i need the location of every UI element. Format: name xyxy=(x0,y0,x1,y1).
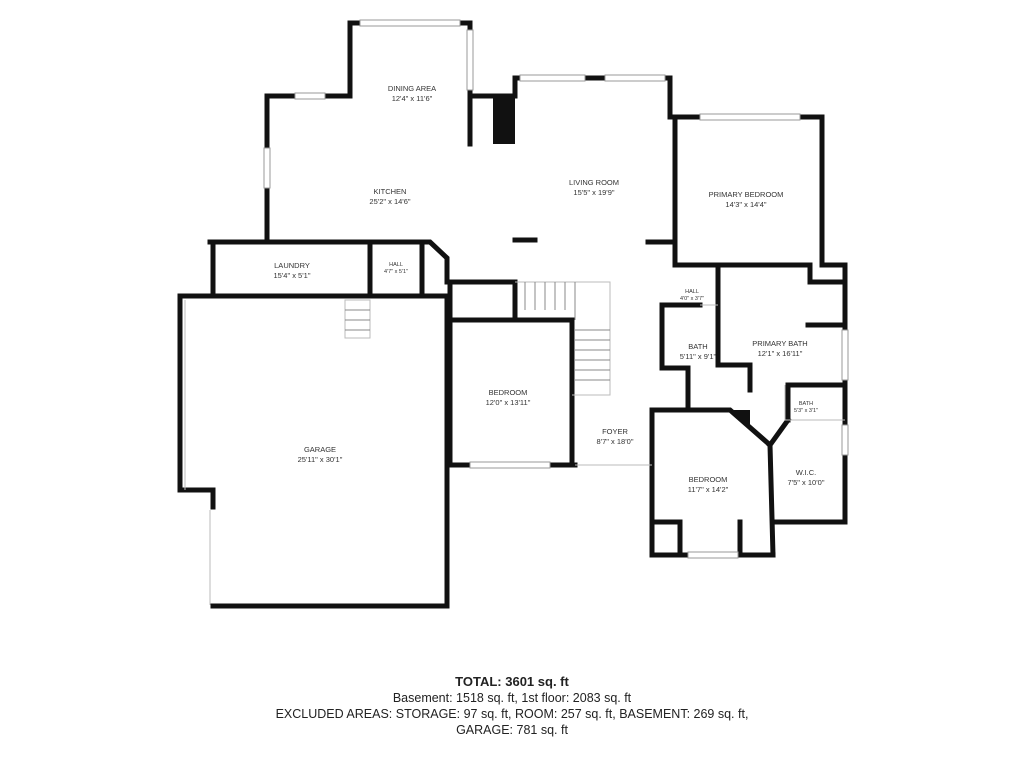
room-name: BATH xyxy=(798,401,814,407)
room-dims: 12'4" x 11'6" xyxy=(391,94,433,103)
room-label-foyer: FOYER 8'7" x 18'0" xyxy=(597,427,634,447)
room-name: KITCHEN xyxy=(373,187,407,196)
room-name: W.I.C. xyxy=(795,468,817,477)
room-dims: 4'7" x 5'1" xyxy=(383,269,409,275)
total-area: TOTAL: 3601 sq. ft xyxy=(455,674,569,689)
room-dims: 12'0" x 13'11" xyxy=(485,398,531,407)
room-label-living: LIVING ROOM 15'5" x 19'9" xyxy=(569,178,619,198)
room-label-primary-bedroom: PRIMARY BEDROOM 14'3" x 14'4" xyxy=(709,190,784,210)
room-label-garage: GARAGE 25'11" x 30'1" xyxy=(298,445,343,465)
room-label-primary-bath: PRIMARY BATH 12'1" x 16'11" xyxy=(752,339,807,359)
room-label-bedroom: BEDROOM 12'0" x 13'11" xyxy=(486,388,531,408)
room-dims: 5'11" x 9'1" xyxy=(679,352,717,361)
room-dims: 25'2" x 14'6" xyxy=(369,197,411,206)
stairs xyxy=(344,281,611,396)
room-label-hall: HALL 4'0" x 3'7" xyxy=(680,289,704,303)
windows xyxy=(263,19,849,559)
room-dims: 8'7" x 18'0" xyxy=(596,437,634,446)
room-dims: 15'5" x 19'9" xyxy=(573,188,615,197)
room-dims: 15'4" x 5'1" xyxy=(273,271,311,280)
summary-line: GARAGE: 781 sq. ft xyxy=(456,723,568,737)
room-name: LAUNDRY xyxy=(274,261,310,270)
room-dims: 12'1" x 16'11" xyxy=(757,349,803,358)
room-dims: 14'3" x 14'4" xyxy=(725,200,767,209)
room-label-dining: DINING AREA 12'4" x 11'6" xyxy=(388,84,436,104)
room-name: LIVING ROOM xyxy=(568,178,620,187)
room-label-bath: BATH 5'11" x 9'1" xyxy=(680,342,716,362)
room-name: FOYER xyxy=(602,427,628,436)
room-dims: 7'5" x 10'0" xyxy=(787,478,825,487)
room-name: PRIMARY BEDROOM xyxy=(708,190,784,199)
room-name: PRIMARY BATH xyxy=(752,339,808,348)
room-dims: 4'0" x 3'7" xyxy=(679,296,705,302)
room-name: BEDROOM xyxy=(488,388,528,397)
walls xyxy=(177,20,848,609)
room-name: BEDROOM xyxy=(688,475,728,484)
room-label-bedroom: BEDROOM 11'7" x 14'2" xyxy=(688,475,729,495)
room-dims: 5'3" x 3'1" xyxy=(793,408,819,414)
thin-lines xyxy=(184,300,845,605)
room-label-bath: BATH 5'3" x 3'1" xyxy=(794,401,818,415)
room-label-kitchen: KITCHEN 25'2" x 14'6" xyxy=(369,187,410,207)
room-label-laundry: LAUNDRY 15'4" x 5'1" xyxy=(274,261,311,281)
room-dims: 25'11" x 30'1" xyxy=(297,455,343,464)
fireplace xyxy=(493,96,515,144)
area-summary: TOTAL: 3601 sq. ft Basement: 1518 sq. ft… xyxy=(0,674,1024,738)
room-label-hall: HALL 4'7" x 5'1" xyxy=(384,262,408,276)
room-name: HALL xyxy=(389,262,403,268)
summary-line: EXCLUDED AREAS: STORAGE: 97 sq. ft, ROOM… xyxy=(275,707,749,721)
room-name: GARAGE xyxy=(303,445,337,454)
room-label-wic: W.I.C. 7'5" x 10'0" xyxy=(788,468,825,488)
room-name: BATH xyxy=(688,342,708,351)
room-name: HALL xyxy=(685,289,699,295)
summary-line: Basement: 1518 sq. ft, 1st floor: 2083 s… xyxy=(392,691,632,705)
room-name: DINING AREA xyxy=(387,84,437,93)
room-dims: 11'7" x 14'2" xyxy=(687,485,729,494)
